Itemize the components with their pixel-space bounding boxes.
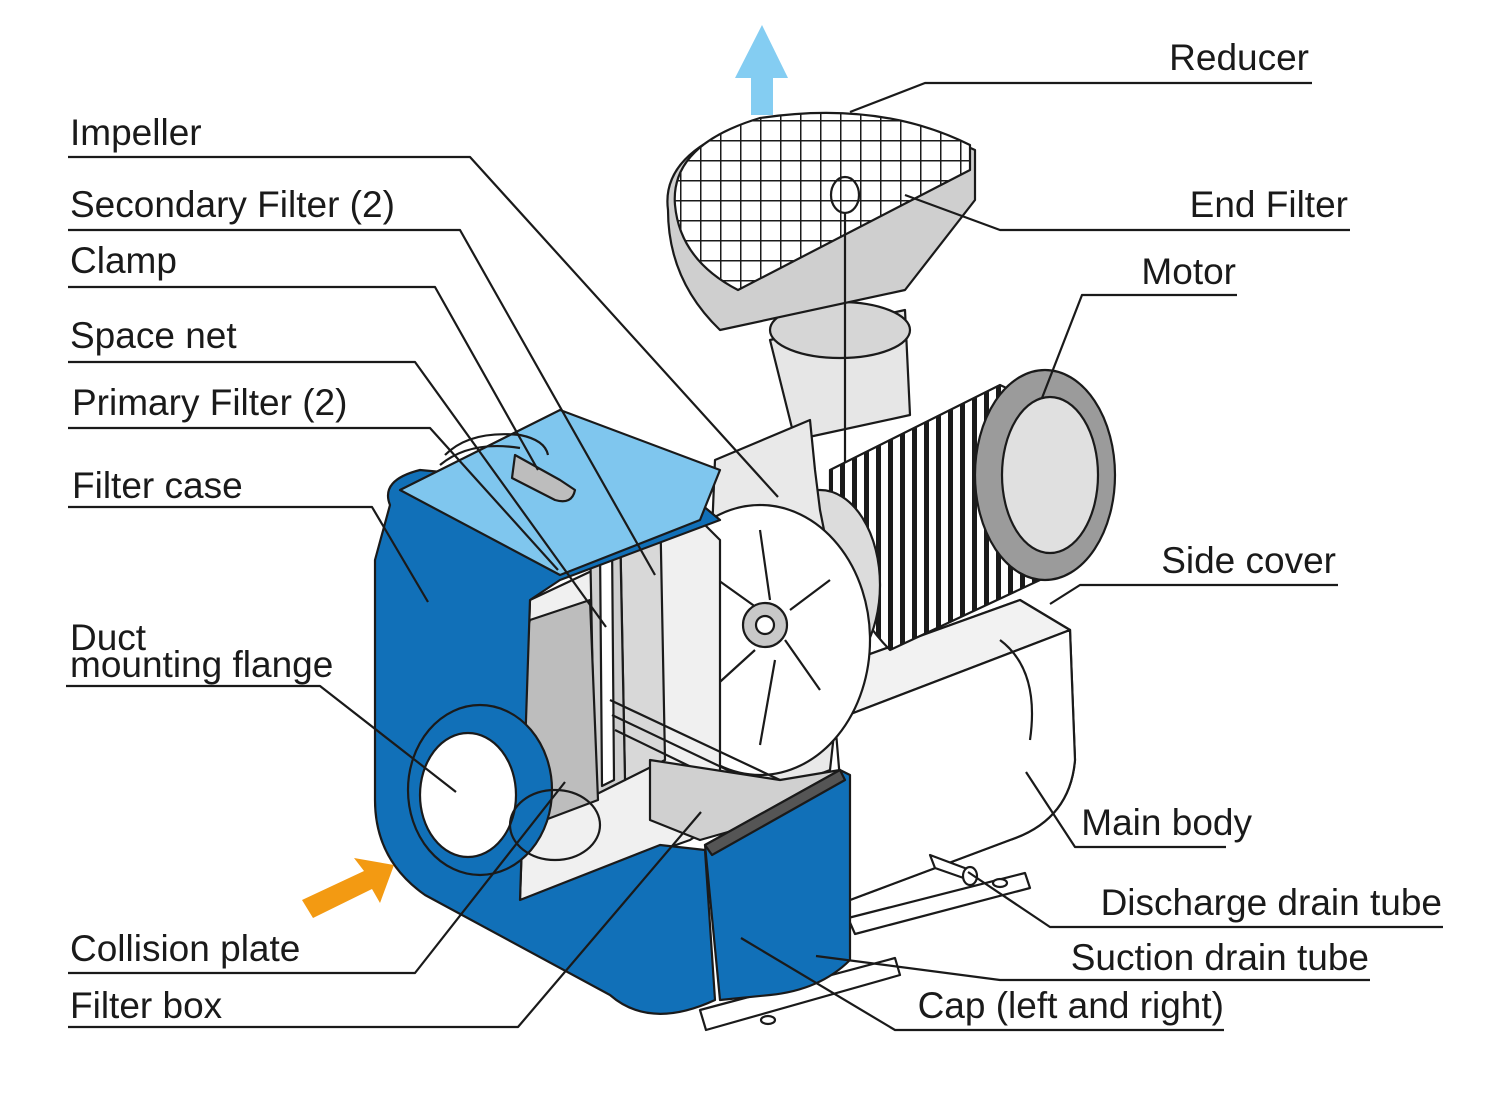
leader-suction-drain-tube bbox=[815, 954, 1370, 982]
intake-air-arrow bbox=[302, 858, 394, 918]
leader-discharge-drain-tube bbox=[967, 871, 1443, 929]
label-side-cover: Side cover bbox=[1161, 540, 1336, 581]
leader-impeller bbox=[68, 155, 779, 498]
leader-main-body bbox=[1025, 771, 1226, 849]
filter-case-front-edge bbox=[703, 768, 847, 857]
rear-foot-hole bbox=[991, 877, 1009, 889]
leader-motor bbox=[1040, 293, 1237, 399]
clamp-wire bbox=[439, 433, 550, 466]
label-collision-plate: Collision plate bbox=[70, 928, 300, 969]
leader-filter-box bbox=[68, 811, 702, 1029]
discharge-drain-tube-end bbox=[961, 865, 979, 887]
label-end-filter: End Filter bbox=[1190, 184, 1348, 225]
exhaust-air-arrow bbox=[735, 25, 788, 115]
leader-side-cover bbox=[1049, 583, 1338, 605]
label-discharge-drain-tube: Discharge drain tube bbox=[1101, 882, 1442, 923]
label-suction-drain-tube: Suction drain tube bbox=[1071, 937, 1369, 978]
clamp bbox=[439, 433, 577, 503]
leader-primary-filter bbox=[68, 426, 559, 571]
side-cover-panel bbox=[833, 628, 1077, 902]
impeller-blades bbox=[689, 529, 831, 746]
label-duct-line2: mounting flange bbox=[70, 644, 333, 685]
label-primary-filter: Primary Filter (2) bbox=[72, 382, 347, 423]
label-duct-line1: Duct bbox=[70, 617, 147, 658]
leader-filter-case bbox=[68, 505, 429, 603]
label-clamp: Clamp bbox=[70, 240, 177, 281]
leader-cap bbox=[740, 937, 1224, 1032]
label-impeller: Impeller bbox=[70, 112, 202, 153]
space-net-panel bbox=[598, 538, 616, 788]
duct-mounting-flange-opening bbox=[418, 731, 518, 859]
leader-end-filter bbox=[904, 193, 1350, 232]
label-space-net: Space net bbox=[70, 315, 237, 356]
label-reducer: Reducer bbox=[1169, 37, 1309, 78]
cutaway-interior bbox=[503, 418, 872, 902]
intake-air-arrow-shape bbox=[302, 858, 394, 918]
label-motor: Motor bbox=[1141, 251, 1236, 292]
leader-collision-plate bbox=[68, 781, 566, 975]
label-secondary-filter: Secondary Filter (2) bbox=[70, 184, 395, 225]
label-filter-case: Filter case bbox=[72, 465, 243, 506]
reducer-assembly bbox=[666, 111, 977, 470]
end-filter-grille bbox=[673, 111, 972, 292]
leader-space-net bbox=[68, 360, 607, 628]
main-body-fold bbox=[999, 639, 1034, 741]
exhaust-air-arrow-shape bbox=[735, 25, 788, 115]
impeller-shaft bbox=[754, 614, 776, 636]
leader-duct-mounting-flange bbox=[66, 684, 457, 793]
leader-lines bbox=[66, 81, 1443, 1032]
rear-foot bbox=[846, 871, 1032, 936]
clamp-latch bbox=[510, 453, 577, 503]
duct-inner-ring bbox=[508, 788, 602, 862]
lifting-eye-bolt bbox=[829, 175, 861, 215]
filter-case-back-shell bbox=[373, 468, 722, 1015]
labels: Reducer End Filter Motor Impeller Second… bbox=[70, 37, 1442, 1026]
leader-secondary-filter bbox=[68, 228, 656, 576]
leader-clamp bbox=[68, 285, 539, 471]
leader-reducer bbox=[849, 81, 1312, 114]
motor-end-cap-inner bbox=[1000, 395, 1100, 555]
label-main-body: Main body bbox=[1081, 802, 1252, 843]
front-foot-hole bbox=[759, 1014, 777, 1026]
label-filter-box: Filter box bbox=[70, 985, 223, 1026]
label-cap: Cap (left and right) bbox=[918, 985, 1224, 1026]
